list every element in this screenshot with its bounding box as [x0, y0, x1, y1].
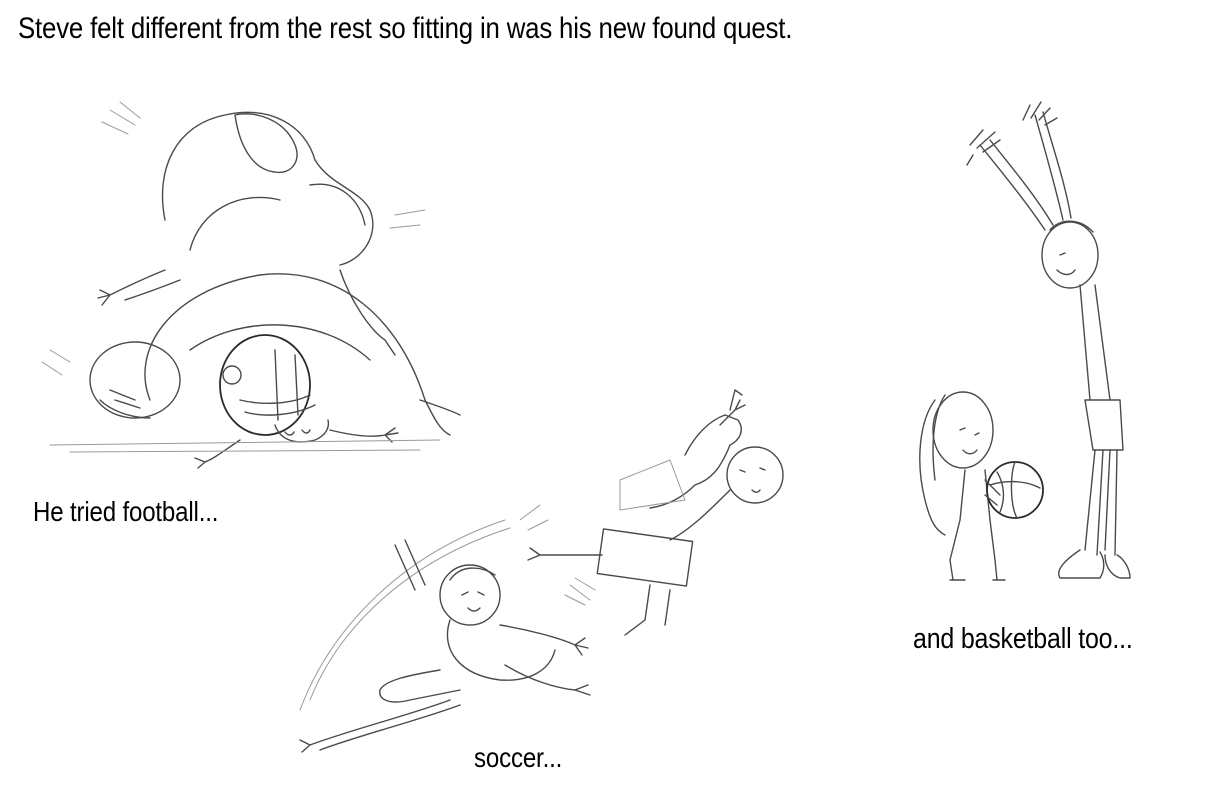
soccer-caption: soccer...	[474, 742, 563, 773]
soccer-slide-sketch	[299, 389, 784, 753]
basketball-caption: and basketball too...	[913, 623, 1133, 655]
page-title: Steve felt different from the rest so fi…	[18, 12, 793, 45]
basketball-tall-kid-sketch	[919, 101, 1131, 581]
football-caption: He tried football...	[33, 496, 219, 527]
football-pileup-sketch	[41, 101, 461, 469]
